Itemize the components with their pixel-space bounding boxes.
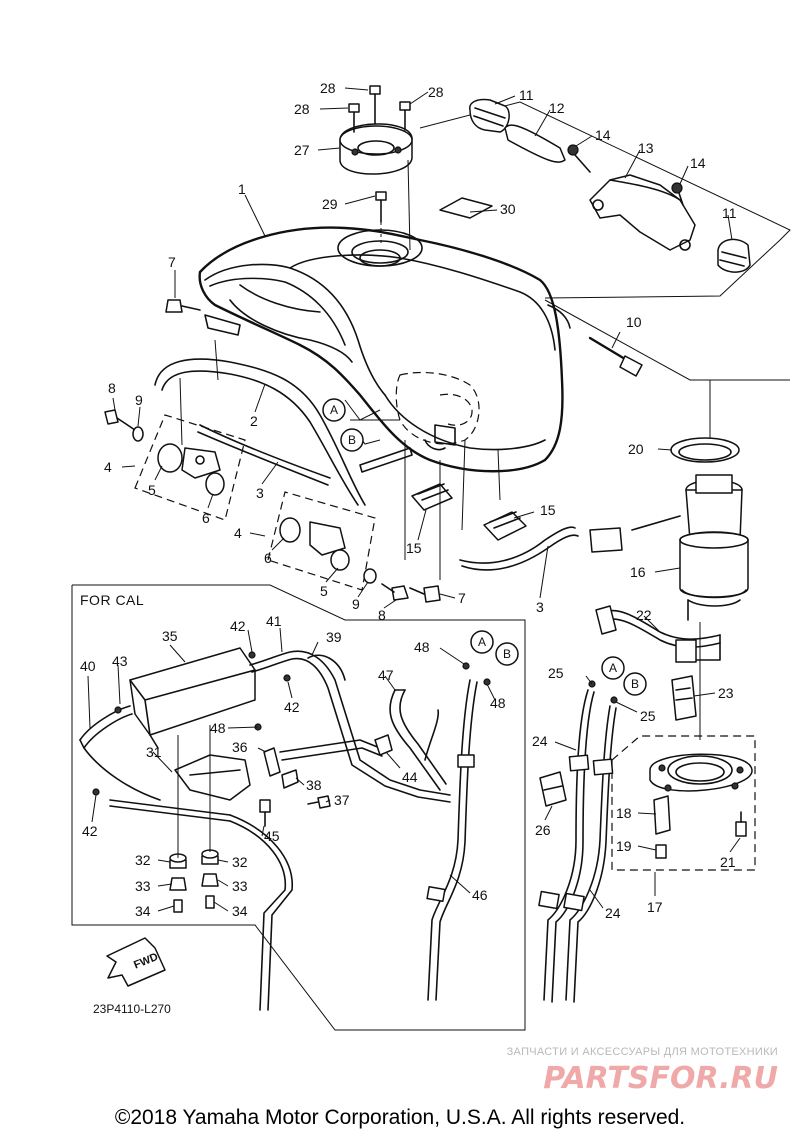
callout-12: 12 <box>549 100 565 116</box>
callout-1: 1 <box>238 181 246 197</box>
tank-pads <box>411 483 527 541</box>
callout-leaders <box>87 87 741 912</box>
ref-b-tank: B <box>348 433 356 447</box>
callout-19: 19 <box>616 838 632 854</box>
callout-11: 11 <box>519 87 534 103</box>
callout-17: 17 <box>647 899 663 915</box>
callout-20: 20 <box>628 441 644 457</box>
diagram-code: 23P4110-L270 <box>93 1002 171 1016</box>
callout-3: 3 <box>536 599 544 615</box>
callout-46: 46 <box>472 887 488 903</box>
bolt-7-top <box>165 299 201 313</box>
callout-48: 48 <box>490 695 506 711</box>
callout-21: 21 <box>720 854 736 870</box>
callout-26: 26 <box>535 822 551 838</box>
ref-b-pump: B <box>631 677 639 691</box>
ref-a-pump: A <box>609 661 617 675</box>
bolt-10 <box>588 336 643 377</box>
callout-28: 28 <box>320 80 336 96</box>
callout-7: 7 <box>168 254 176 270</box>
callout-40: 40 <box>80 658 96 674</box>
callout-9: 9 <box>352 596 360 612</box>
callout-30: 30 <box>500 201 516 217</box>
rear-bracket-assembly <box>419 98 791 299</box>
callout-28: 28 <box>428 84 444 100</box>
callout-34: 34 <box>135 903 151 919</box>
callout-25: 25 <box>640 708 656 724</box>
callout-13: 13 <box>638 140 654 156</box>
callout-32: 32 <box>232 854 248 870</box>
callout-7: 7 <box>458 590 466 606</box>
callout-8: 8 <box>108 380 116 396</box>
fuel-tank <box>198 226 571 473</box>
callout-16: 16 <box>630 564 646 580</box>
watermark-brand: PARTSFOR.RU <box>543 1061 778 1096</box>
callout-23: 23 <box>718 685 734 701</box>
callout-6: 6 <box>264 550 272 566</box>
callout-41: 41 <box>266 613 282 629</box>
callout-47: 47 <box>378 667 394 683</box>
fuel-pump-assembly <box>589 437 756 871</box>
callout-24: 24 <box>605 905 621 921</box>
ref-b-cal: B <box>503 647 511 661</box>
for-cal-label: FOR CAL <box>80 592 144 608</box>
callout-48: 48 <box>414 639 430 655</box>
callout-4: 4 <box>234 525 242 541</box>
callout-22: 22 <box>636 607 652 623</box>
ref-a-cal: A <box>478 635 486 649</box>
callout-43: 43 <box>112 653 128 669</box>
callout-42: 42 <box>230 618 246 634</box>
filler-cap-assembly <box>339 85 413 251</box>
callout-2: 2 <box>250 413 258 429</box>
mount-group-upper <box>104 409 246 521</box>
callout-28: 28 <box>294 101 310 117</box>
callout-numbers: 28 28 28 27 29 30 1 7 11 12 14 13 14 11 … <box>80 80 737 921</box>
callout-37: 37 <box>334 792 350 808</box>
callout-48: 48 <box>210 720 226 736</box>
callout-32: 32 <box>135 852 151 868</box>
callout-27: 27 <box>294 142 310 158</box>
callout-34: 34 <box>232 903 248 919</box>
reference-markers <box>322 398 647 696</box>
callout-8: 8 <box>378 607 386 623</box>
watermark-tagline: ЗАПЧАСТИ И АКСЕССУАРЫ ДЛЯ МОТОТЕХНИКИ <box>507 1046 778 1058</box>
tank-leader-lines <box>179 299 790 580</box>
callout-14: 14 <box>595 127 611 143</box>
callout-18: 18 <box>616 805 632 821</box>
tank-pad <box>439 197 493 219</box>
callout-24: 24 <box>532 733 548 749</box>
mount-group-lower <box>267 491 441 603</box>
callout-38: 38 <box>306 777 322 793</box>
callout-10: 10 <box>626 314 642 330</box>
callout-35: 35 <box>162 628 178 644</box>
for-cal-box <box>71 584 526 1031</box>
callout-44: 44 <box>402 769 418 785</box>
callout-15: 15 <box>406 540 422 556</box>
ref-a-tank: A <box>330 403 338 417</box>
copyright-notice: ©2018 Yamaha Motor Corporation, U.S.A. A… <box>115 1106 685 1129</box>
callout-42: 42 <box>82 823 98 839</box>
callout-42: 42 <box>284 699 300 715</box>
breather-hoses <box>538 680 618 1003</box>
callout-9: 9 <box>135 392 143 408</box>
callout-15: 15 <box>540 502 556 518</box>
callout-11: 11 <box>722 205 737 221</box>
callout-5: 5 <box>320 583 328 599</box>
callout-5: 5 <box>148 482 156 498</box>
callout-3: 3 <box>256 485 264 501</box>
callout-14: 14 <box>690 155 706 171</box>
callout-4: 4 <box>104 459 112 475</box>
callout-33: 33 <box>232 878 248 894</box>
callout-45: 45 <box>264 828 280 844</box>
callout-36: 36 <box>232 739 248 755</box>
callout-31: 31 <box>146 744 162 760</box>
callout-25: 25 <box>548 665 564 681</box>
callout-33: 33 <box>135 878 151 894</box>
callout-29: 29 <box>322 196 338 212</box>
callout-6: 6 <box>202 510 210 526</box>
callout-39: 39 <box>326 629 342 645</box>
